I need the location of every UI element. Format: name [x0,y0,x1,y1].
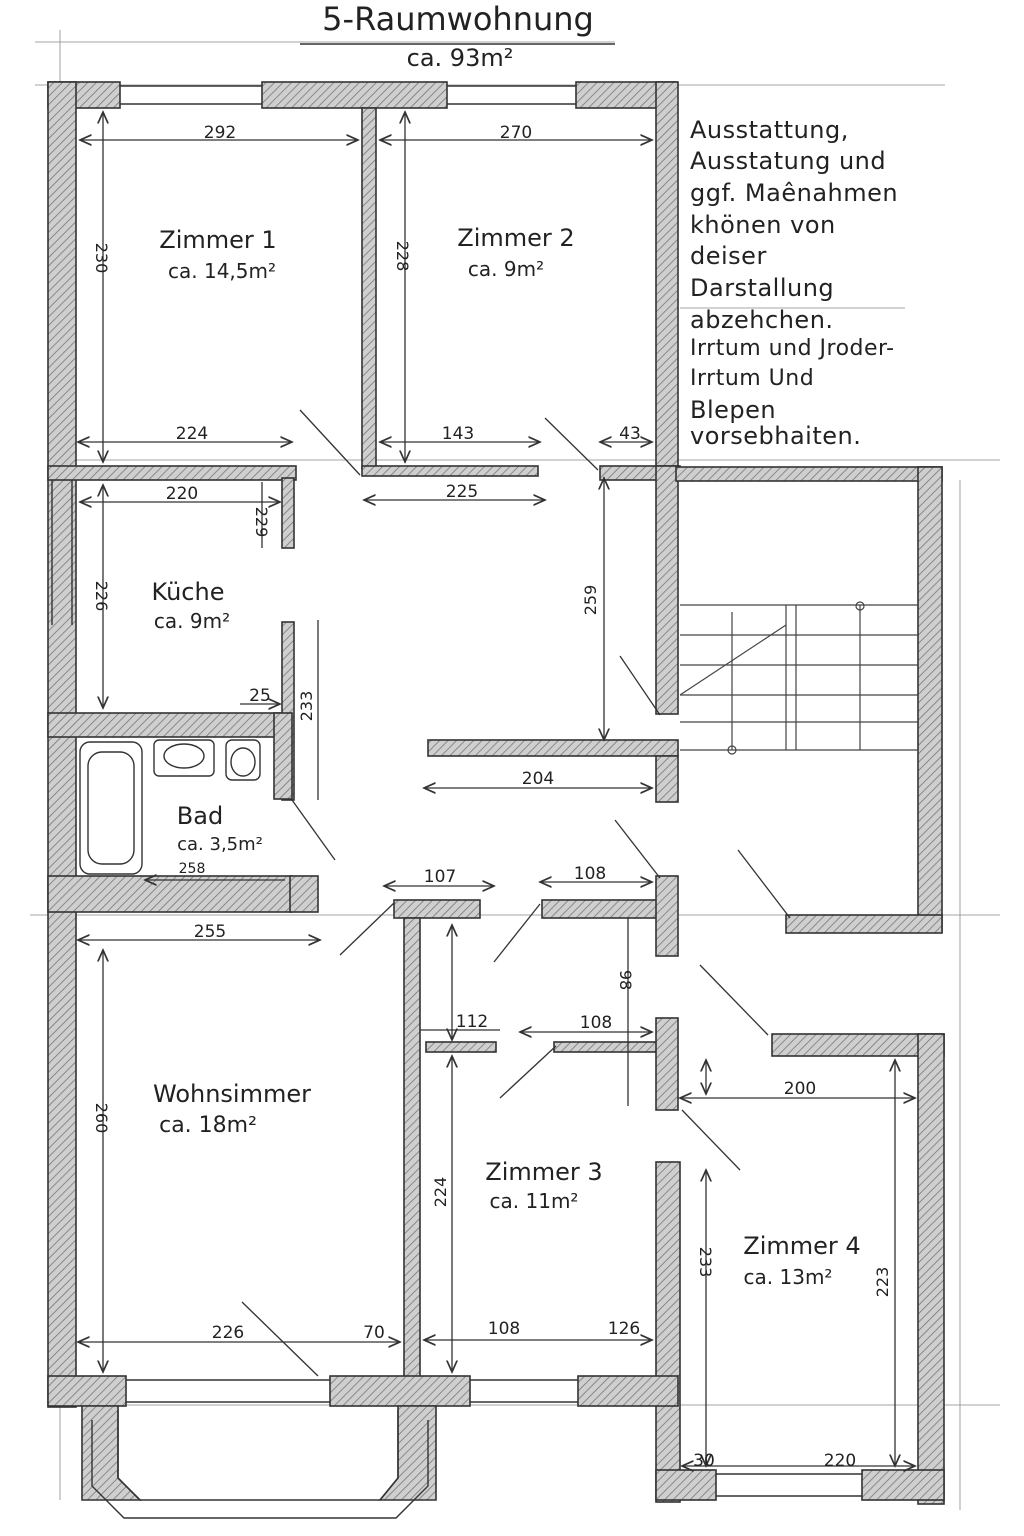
note-line: Blepen [690,396,777,424]
note-line: Darstallung [690,274,835,302]
dim-label: 255 [194,922,226,942]
dim-label: 225 [446,482,478,502]
dim-label: 224 [176,424,208,444]
room-zimmer1-name: Zimmer 1 [159,226,276,254]
dim-label: 223 [873,1267,892,1298]
dim-label: 228 [393,241,412,272]
plan-area: ca. 93m² [407,44,514,72]
dim-label: 270 [500,123,532,143]
dim-label: 260 [92,1103,111,1134]
plan-title: 5-Raumwohnung [322,0,594,38]
dim-label: 224 [431,1177,450,1208]
note-line: deiser [690,242,767,270]
bath-fixtures [79,739,261,875]
room-kueche-name: Küche [152,578,225,606]
room-zimmer3-name: Zimmer 3 [485,1158,602,1186]
note-line: Irrtum Und [690,366,815,391]
dim-label: 220 [824,1451,856,1471]
dim-label: 108 [580,1013,612,1033]
dim-label: 233 [297,691,316,722]
dim-label: 30 [693,1451,715,1471]
note-line: khönen von [690,211,836,239]
staircase [679,601,918,755]
toilet-icon [225,739,261,781]
dim-label: 112 [456,1012,488,1032]
dim-label: 108 [488,1319,520,1339]
dim-label: 226 [212,1323,244,1343]
walls [47,81,945,1505]
dim-label: 98 [616,970,635,990]
dim-label: 230 [92,243,111,274]
dim-label: 200 [784,1079,816,1099]
room-bad-name: Bad [177,802,223,830]
dim-label: 233 [696,1247,715,1278]
room-wohnzimmer-area: ca. 18m² [159,1113,257,1138]
note-line: Ausstatung und [690,147,887,175]
room-bad-area: ca. 3,5m² [177,834,263,855]
room-zimmer2-name: Zimmer 2 [457,224,574,252]
dim-label: 220 [166,484,198,504]
note-line: Irrtum und Jroder- [690,336,895,361]
dim-label: 259 [581,585,600,616]
note-line: vorsebhaiten. [690,422,862,450]
door-swings [241,409,791,1377]
dim-label: 229 [252,507,271,538]
dim-label: 126 [608,1319,640,1339]
room-zimmer2-area: ca. 9m² [468,257,544,281]
dim-label: 258 [179,861,206,877]
dim-label: 226 [92,581,111,612]
dim-label: 204 [522,769,554,789]
windows [51,85,862,1519]
room-kueche-area: ca. 9m² [154,609,230,633]
dim-label: 25 [249,686,271,706]
room-zimmer3-area: ca. 11m² [490,1189,579,1213]
sink-icon [153,739,215,777]
note-line: abzehchen. [690,306,834,334]
dim-label: 107 [424,867,456,887]
bathtub-icon [79,741,143,875]
room-wohnzimmer-name: Wohnsimmer [153,1080,311,1108]
dim-label: 108 [574,864,606,884]
dimension-lines [78,112,915,1466]
note-line: Ausstattung, [690,116,849,144]
note-line: ggf. Maênahmen [690,179,899,207]
dim-label: 292 [204,123,236,143]
room-zimmer4-area: ca. 13m² [744,1265,833,1289]
room-zimmer1-area: ca. 14,5m² [168,259,276,283]
dim-label: 43 [619,424,641,444]
dim-label: 70 [363,1323,385,1343]
dim-label: 143 [442,424,474,444]
room-zimmer4-name: Zimmer 4 [743,1232,860,1260]
